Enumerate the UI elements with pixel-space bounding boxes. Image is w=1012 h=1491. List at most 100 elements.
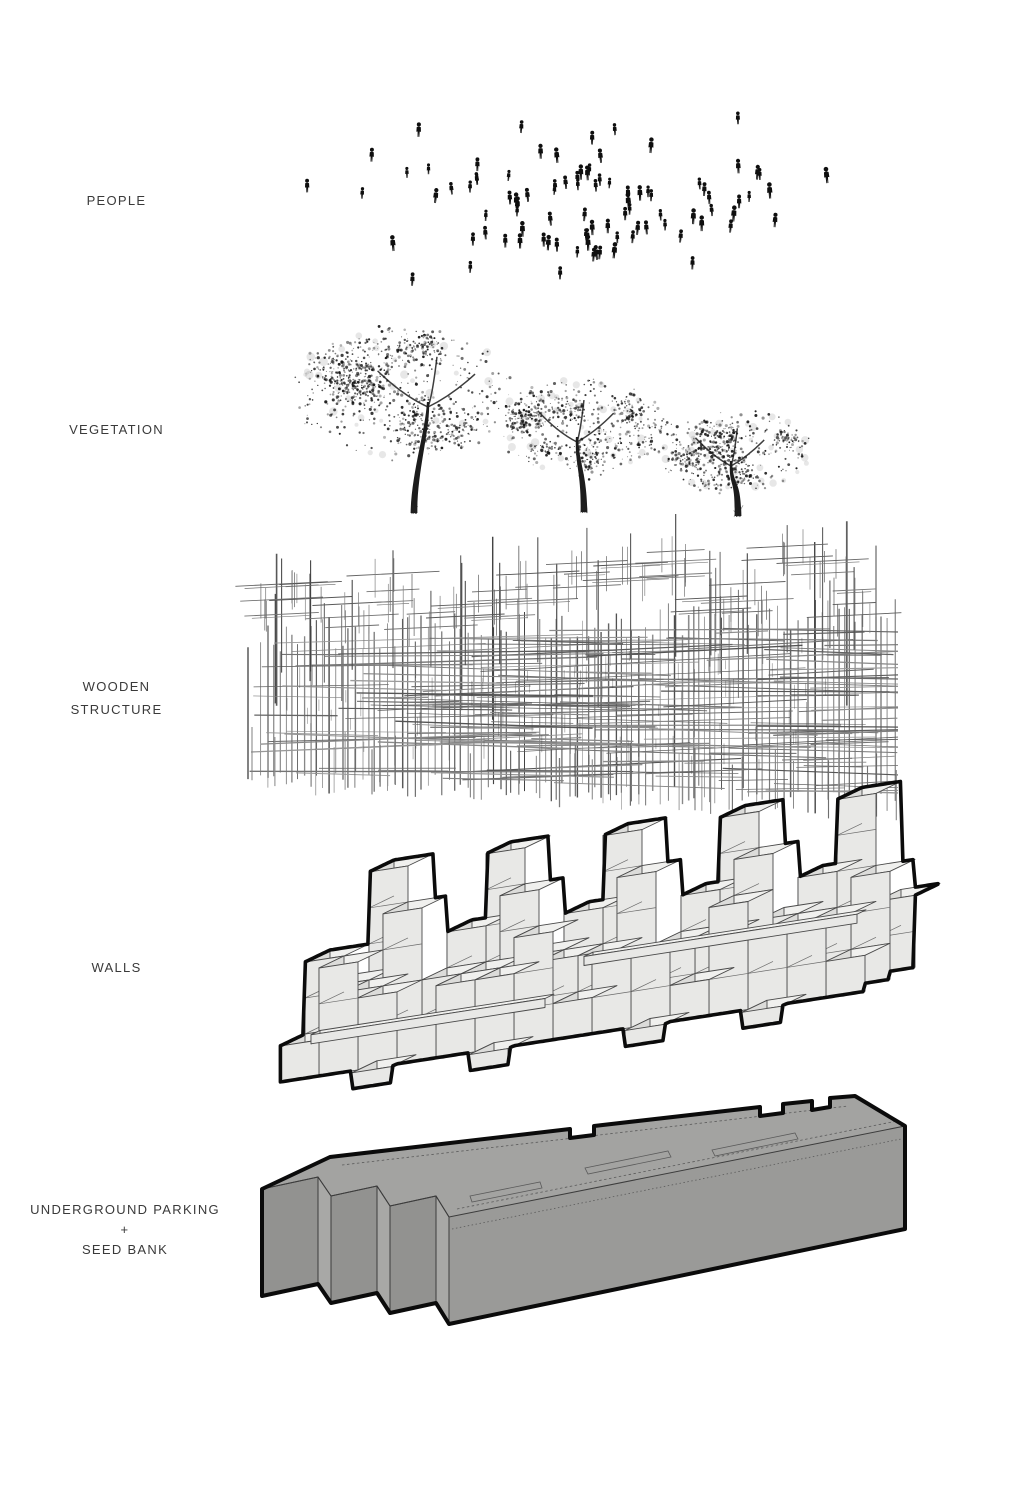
label-people: PEOPLE bbox=[0, 189, 233, 212]
tree-trunk bbox=[575, 437, 588, 512]
person-figure bbox=[699, 215, 705, 232]
person-figure bbox=[405, 166, 409, 178]
label-walls-text: WALLS bbox=[91, 960, 142, 975]
person-figure bbox=[432, 187, 439, 204]
person-figure bbox=[690, 256, 695, 270]
person-figure bbox=[482, 225, 488, 240]
person-figure bbox=[369, 147, 375, 162]
label-underground-line3: SEED BANK bbox=[81, 1242, 169, 1257]
person-figure bbox=[470, 232, 476, 246]
person-figure bbox=[637, 185, 643, 201]
person-figure bbox=[304, 178, 310, 193]
slab-step-side bbox=[330, 1185, 378, 1304]
person-figure bbox=[622, 206, 628, 221]
person-figure bbox=[416, 122, 422, 137]
person-figure bbox=[706, 190, 712, 205]
person-figure bbox=[503, 233, 508, 248]
person-figure bbox=[709, 203, 715, 217]
person-figure bbox=[611, 241, 618, 259]
person-figure bbox=[359, 186, 365, 199]
person-figure bbox=[625, 185, 631, 200]
person-figure bbox=[627, 202, 632, 215]
label-vegetation: VEGETATION bbox=[0, 418, 233, 441]
person-figure bbox=[736, 194, 742, 209]
person-figure bbox=[643, 220, 650, 235]
person-figure bbox=[735, 158, 741, 174]
person-figure bbox=[589, 130, 595, 145]
label-underground-line1: UNDERGROUND PARKING bbox=[30, 1202, 220, 1217]
walls-layer bbox=[278, 779, 941, 1091]
slab-step-side bbox=[389, 1195, 437, 1314]
person-figure bbox=[541, 232, 546, 247]
label-wooden-structure: WOODEN STRUCTURE bbox=[0, 675, 233, 721]
person-figure bbox=[554, 237, 560, 252]
person-figure bbox=[562, 175, 569, 190]
label-underground: UNDERGROUND PARKING + SEED BANK bbox=[0, 1200, 250, 1260]
walls-outline bbox=[278, 779, 940, 1091]
person-figure bbox=[630, 230, 636, 244]
person-figure bbox=[597, 245, 603, 260]
vegetation-layer bbox=[294, 324, 810, 518]
person-figure bbox=[634, 220, 641, 236]
person-figure bbox=[474, 173, 480, 185]
person-figure bbox=[507, 190, 513, 205]
person-figure bbox=[581, 207, 588, 222]
person-figure bbox=[658, 208, 663, 221]
person-figure bbox=[585, 234, 591, 251]
person-figure bbox=[647, 137, 655, 154]
label-people-text: PEOPLE bbox=[86, 193, 147, 208]
person-figure bbox=[426, 163, 431, 175]
person-figure bbox=[663, 218, 668, 231]
underground-parking-layer bbox=[260, 1094, 907, 1326]
person-figure bbox=[823, 166, 830, 184]
wooden-structure-layer bbox=[235, 514, 902, 821]
person-figure bbox=[730, 205, 738, 222]
person-figure bbox=[589, 219, 595, 236]
person-figure bbox=[575, 170, 580, 184]
label-underground-line2: + bbox=[120, 1222, 130, 1237]
person-figure bbox=[678, 229, 684, 243]
person-figure bbox=[615, 231, 620, 244]
label-vegetation-text: VEGETATION bbox=[69, 422, 164, 437]
label-walls: WALLS bbox=[0, 956, 233, 979]
person-figure bbox=[772, 212, 778, 228]
person-figure bbox=[766, 182, 773, 199]
person-figure bbox=[547, 211, 554, 226]
person-figure bbox=[747, 190, 751, 203]
tree-2 bbox=[503, 377, 672, 514]
person-figure bbox=[593, 178, 599, 192]
tree-trunk bbox=[410, 402, 430, 513]
person-figure bbox=[524, 187, 531, 203]
tree-3 bbox=[657, 410, 810, 518]
label-wooden-line2: STRUCTURE bbox=[70, 702, 163, 717]
slab-outline bbox=[260, 1094, 907, 1326]
person-figure bbox=[538, 143, 544, 159]
label-wooden-line1: WOODEN bbox=[82, 679, 151, 694]
tree-trunk bbox=[729, 461, 742, 516]
person-figure bbox=[607, 177, 612, 189]
person-figure bbox=[690, 208, 697, 225]
person-figure bbox=[410, 272, 415, 286]
person-figure bbox=[557, 266, 563, 280]
person-figure bbox=[735, 111, 740, 125]
person-figure bbox=[468, 260, 473, 273]
person-figure bbox=[448, 181, 454, 195]
person-figure bbox=[701, 182, 707, 197]
person-figure bbox=[506, 169, 511, 182]
person-figure bbox=[483, 209, 488, 222]
person-figure bbox=[597, 148, 604, 164]
slab-step-side bbox=[261, 1176, 319, 1297]
person-figure bbox=[612, 123, 618, 136]
person-figure bbox=[553, 147, 560, 164]
people-layer bbox=[304, 111, 830, 286]
tree-1 bbox=[294, 324, 514, 515]
person-figure bbox=[697, 177, 702, 190]
person-figure bbox=[605, 218, 611, 234]
person-figure bbox=[575, 245, 580, 258]
person-figure bbox=[475, 157, 480, 172]
person-figure bbox=[597, 173, 602, 186]
person-figure bbox=[518, 120, 524, 134]
person-figure bbox=[389, 234, 397, 252]
